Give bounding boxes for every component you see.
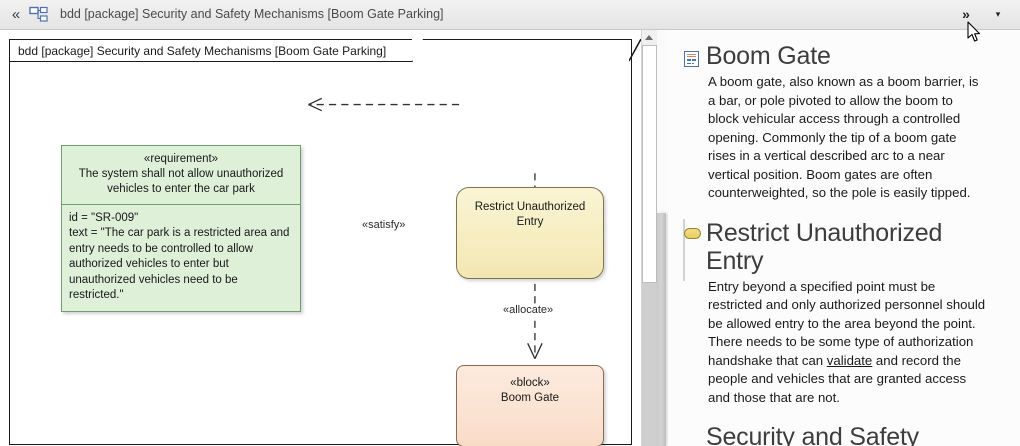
documentation-pane[interactable]: Boom Gate A boom gate, also known as a b… <box>668 30 1020 446</box>
doc-section-title: Security and Safety <box>706 423 919 446</box>
doc-section-boom-gate: Boom Gate A boom gate, also known as a b… <box>668 38 1008 215</box>
scrollbar-thumb[interactable] <box>642 45 657 283</box>
block-name: Boom Gate <box>500 392 560 404</box>
connector-label-allocate[interactable]: «allocate» <box>501 304 556 316</box>
collapse-panel-icon[interactable]: « <box>11 6 21 23</box>
pane-splitter-grip[interactable] <box>657 213 666 446</box>
requirement-name: The system shall not allow unauthorized … <box>78 168 284 195</box>
oval-usecase-icon <box>684 219 706 239</box>
toolbar-overflow-icon[interactable]: » <box>962 6 970 22</box>
usecase-node-restrict-unauthorized-entry[interactable]: Restrict Unauthorized Entry <box>456 187 604 279</box>
doc-section-body: A boom gate, also known as a boom barrie… <box>708 74 979 200</box>
doc-section-header: Restrict Unauthorized Entry <box>668 215 1008 275</box>
requirement-text: text = "The car park is a restricted are… <box>69 227 290 302</box>
doc-section-header: Security and Safety <box>668 419 1008 446</box>
diagram-vertical-scrollbar[interactable] <box>641 30 657 446</box>
doc-section-restrict-unauthorized-entry: Restrict Unauthorized Entry Entry beyond… <box>668 215 1008 420</box>
usecase-node-label: Restrict Unauthorized Entry <box>474 201 586 228</box>
documentation-content: Boom Gate A boom gate, also known as a b… <box>668 30 1008 446</box>
requirement-id: id = "SR-009" <box>69 212 139 224</box>
toolbar-dropdown-icon[interactable]: ▾ <box>995 9 1001 19</box>
diagram-frame-label: bdd [package] Security and Safety Mechan… <box>10 39 424 62</box>
doc-body-text-before: Entry beyond a specified point must be r… <box>708 278 986 368</box>
package-icon <box>684 423 706 432</box>
doc-body-underlined-term[interactable]: validate <box>826 352 873 368</box>
doc-section-title: Boom Gate <box>706 42 831 70</box>
doc-body-text-after: and record the people and vehicles that … <box>708 352 967 405</box>
requirement-stereotype: «requirement» <box>143 153 219 165</box>
diagram-tree-icon[interactable] <box>28 6 50 24</box>
requirement-node[interactable]: «requirement» The system shall not allow… <box>61 145 301 313</box>
diagram-title: bdd [package] Security and Safety Mechan… <box>60 7 444 21</box>
doc-section-rule <box>683 218 685 281</box>
block-document-icon <box>684 42 706 67</box>
frame-tab-corner <box>629 39 641 62</box>
scroll-up-arrow-icon[interactable] <box>642 30 657 45</box>
doc-section-body: Entry beyond a specified point must be r… <box>668 275 1008 418</box>
doc-section-header: Boom Gate <box>668 38 1008 70</box>
doc-section-title: Restrict Unauthorized Entry <box>706 218 943 275</box>
doc-section-security-and-safety: Security and Safety <box>668 419 1008 446</box>
diagram-toolbar: « bdd [package] Security and Safety Mech… <box>0 0 1020 30</box>
diagram-canvas[interactable]: bdd [package] Security and Safety Mechan… <box>0 30 641 446</box>
pane-splitter[interactable] <box>657 30 668 446</box>
connector-label-satisfy[interactable]: «satisfy» <box>360 219 408 231</box>
requirement-compartment: id = "SR-009" text = "The car park is a … <box>62 205 300 311</box>
block-node-boom-gate[interactable]: «block» Boom Gate <box>456 365 604 446</box>
scrollbar-track[interactable] <box>642 45 657 446</box>
diagram-frame: bdd [package] Security and Safety Mechan… <box>9 39 641 446</box>
block-stereotype: «block» <box>510 377 550 389</box>
block-node-label: «block» Boom Gate <box>457 376 603 406</box>
requirement-header: «requirement» The system shall not allow… <box>62 146 300 205</box>
